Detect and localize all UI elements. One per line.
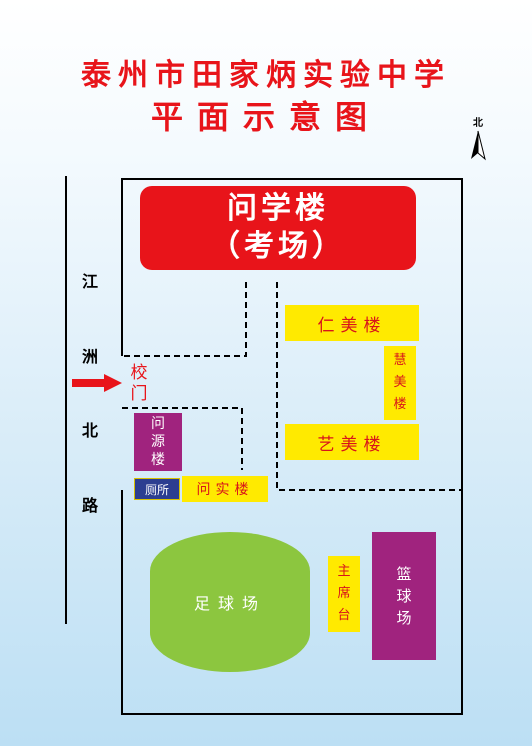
path-east <box>276 282 462 491</box>
building-huimei-char: 美 <box>393 375 407 390</box>
building-huimei-char: 慧 <box>393 353 407 368</box>
map-subtitle: 平面示意图 <box>150 98 381 136</box>
road-char: 路 <box>81 495 98 515</box>
building-wenxue-name: 问学楼 <box>227 191 329 226</box>
building-wenyuan-char: 问 <box>151 416 165 432</box>
building-yimei: 艺美楼 <box>285 424 419 460</box>
building-wenyuan: 问 源 楼 <box>134 413 182 471</box>
toilet: 厕所 <box>134 478 180 500</box>
reviewing-stand-char: 台 <box>337 608 351 623</box>
building-huimei: 慧 美 楼 <box>384 346 416 420</box>
building-yimei-name: 艺美楼 <box>317 434 387 455</box>
path-upper <box>122 282 247 357</box>
path-lower <box>122 407 243 470</box>
football-field-label: 足球场 <box>193 594 266 613</box>
map-title: 泰州市田家炳实验中学 <box>81 58 451 93</box>
basketball-court-char: 篮 <box>396 565 412 583</box>
reviewing-stand: 主 席 台 <box>328 556 360 632</box>
campus-wall-top <box>121 178 463 715</box>
north-label: 北 <box>473 118 483 129</box>
toilet-label: 厕所 <box>144 482 169 497</box>
gate-char: 门 <box>130 384 148 404</box>
basketball-court-char: 场 <box>396 609 412 627</box>
basketball-court-char: 球 <box>396 587 412 605</box>
building-renmei: 仁美楼 <box>285 305 419 341</box>
building-wenxue: 问学楼 （考场） <box>140 186 416 270</box>
building-wenshi: 问实楼 <box>182 476 268 502</box>
road-name: 江 洲 北 路 <box>78 268 102 516</box>
gate-char: 校 <box>130 363 148 383</box>
building-renmei-name: 仁美楼 <box>317 315 387 336</box>
north-compass: 北 <box>466 114 490 164</box>
football-field: 足球场 <box>150 532 310 672</box>
reviewing-stand-char: 主 <box>337 564 351 579</box>
building-huimei-char: 楼 <box>393 397 407 412</box>
basketball-court: 篮 球 场 <box>372 532 436 660</box>
road-char: 洲 <box>81 346 98 366</box>
road-char: 北 <box>81 421 98 441</box>
gate-label: 校 门 <box>126 362 152 406</box>
gate-arrow-icon <box>72 374 122 392</box>
building-wenyuan-char: 楼 <box>151 452 165 468</box>
road-char: 江 <box>81 272 98 291</box>
reviewing-stand-char: 席 <box>337 586 351 601</box>
building-wenyuan-char: 源 <box>151 434 165 450</box>
building-wenxue-note: （考场） <box>210 229 346 264</box>
north-arrow-icon <box>471 130 486 161</box>
building-wenshi-name: 问实楼 <box>196 482 254 498</box>
